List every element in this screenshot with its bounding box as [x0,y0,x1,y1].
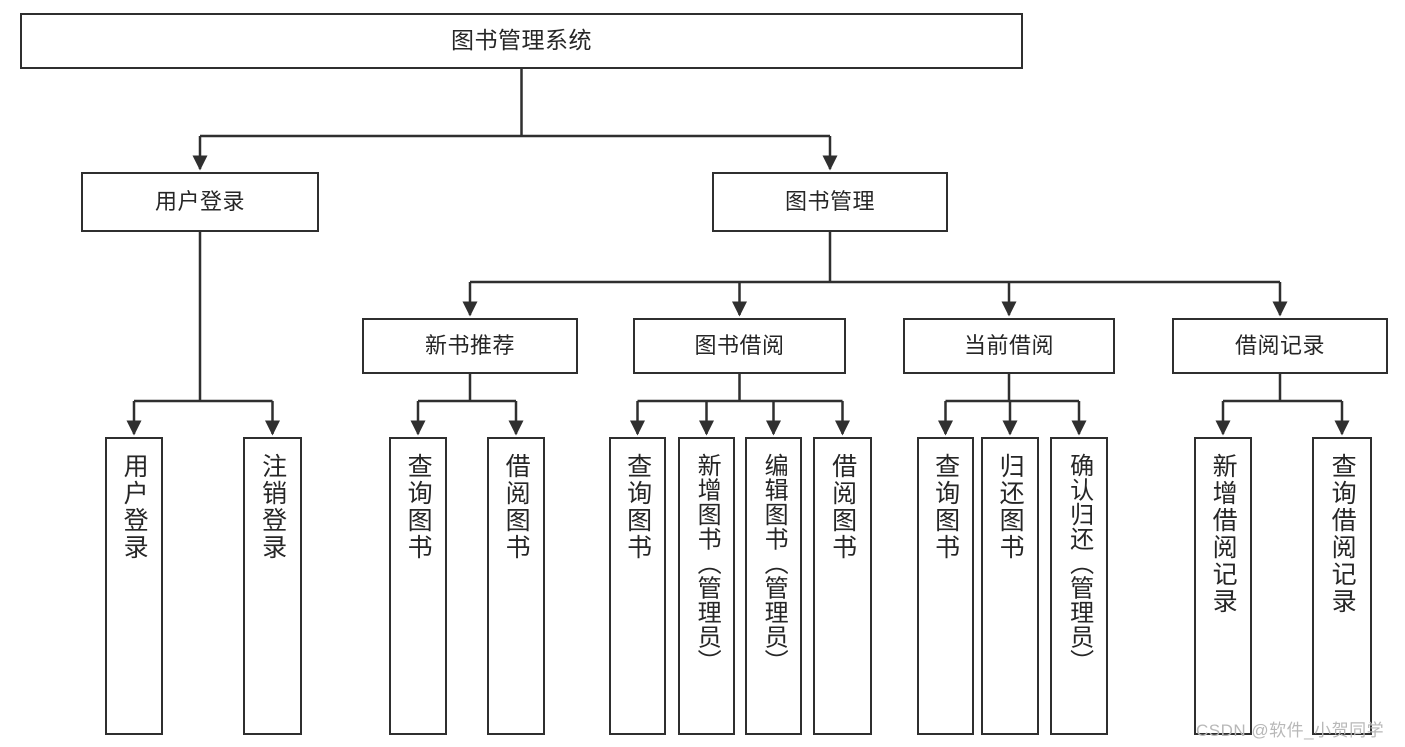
node-label: 归还图书 [996,453,1025,561]
node-leaf-query-record[interactable]: 查询借阅记录 [1312,437,1372,735]
connector-trunk [945,374,1079,403]
node-root[interactable]: 图书管理系统 [20,13,1023,69]
node-new-book-rec[interactable]: 新书推荐 [362,318,578,374]
node-label: 借阅图书 [502,453,531,561]
node-leaf-user-logout[interactable]: 注销登录 [243,437,302,735]
node-label: 新增借阅记录 [1209,453,1238,615]
connector-trunk [637,374,843,403]
node-current-borrow[interactable]: 当前借阅 [903,318,1115,374]
node-label: 确认归还（管理员） [1065,453,1093,674]
node-label: 查询图书 [623,453,652,561]
node-label: 图书管理 [784,189,875,215]
node-leaf-confirm-return[interactable]: 确认归还（管理员） [1050,437,1108,735]
connector-trunk [418,374,516,403]
node-label: 图书管理系统 [451,27,592,54]
node-label: 用户登录 [154,189,245,215]
node-label: 图书借阅 [694,333,785,359]
node-leaf-query-book-3[interactable]: 查询图书 [917,437,974,735]
connector-trunk [470,232,1280,284]
node-leaf-query-book-2[interactable]: 查询图书 [609,437,666,735]
node-leaf-query-book-1[interactable]: 查询图书 [389,437,447,735]
node-label: 查询图书 [404,453,433,561]
node-leaf-borrow-book-1[interactable]: 借阅图书 [487,437,545,735]
connector-trunk [1223,374,1342,403]
node-leaf-edit-book[interactable]: 编辑图书（管理员） [745,437,802,735]
node-leaf-add-record[interactable]: 新增借阅记录 [1194,437,1252,735]
csdn-watermark: CSDN @软件_小贺同学 [1196,721,1385,740]
node-borrow-record[interactable]: 借阅记录 [1172,318,1388,374]
node-user-login[interactable]: 用户登录 [81,172,319,232]
node-book-borrow[interactable]: 图书借阅 [633,318,846,374]
node-label: 查询借阅记录 [1328,453,1357,615]
node-label: 用户登录 [120,453,149,561]
node-label: 编辑图书（管理员） [760,453,788,674]
node-leaf-user-login[interactable]: 用户登录 [105,437,163,735]
node-label: 借阅图书 [828,453,857,561]
node-label: 注销登录 [258,453,287,561]
node-label: 当前借阅 [963,333,1054,359]
connector-trunk [200,69,830,138]
node-leaf-add-book[interactable]: 新增图书（管理员） [678,437,735,735]
node-label: 新书推荐 [424,333,515,359]
node-label: 借阅记录 [1234,333,1325,359]
connector-trunk [134,232,273,403]
node-leaf-return-book[interactable]: 归还图书 [981,437,1039,735]
node-leaf-borrow-book-2[interactable]: 借阅图书 [813,437,872,735]
node-book-mgmt[interactable]: 图书管理 [712,172,948,232]
node-label: 查询图书 [931,453,960,561]
node-label: 新增图书（管理员） [693,453,721,674]
